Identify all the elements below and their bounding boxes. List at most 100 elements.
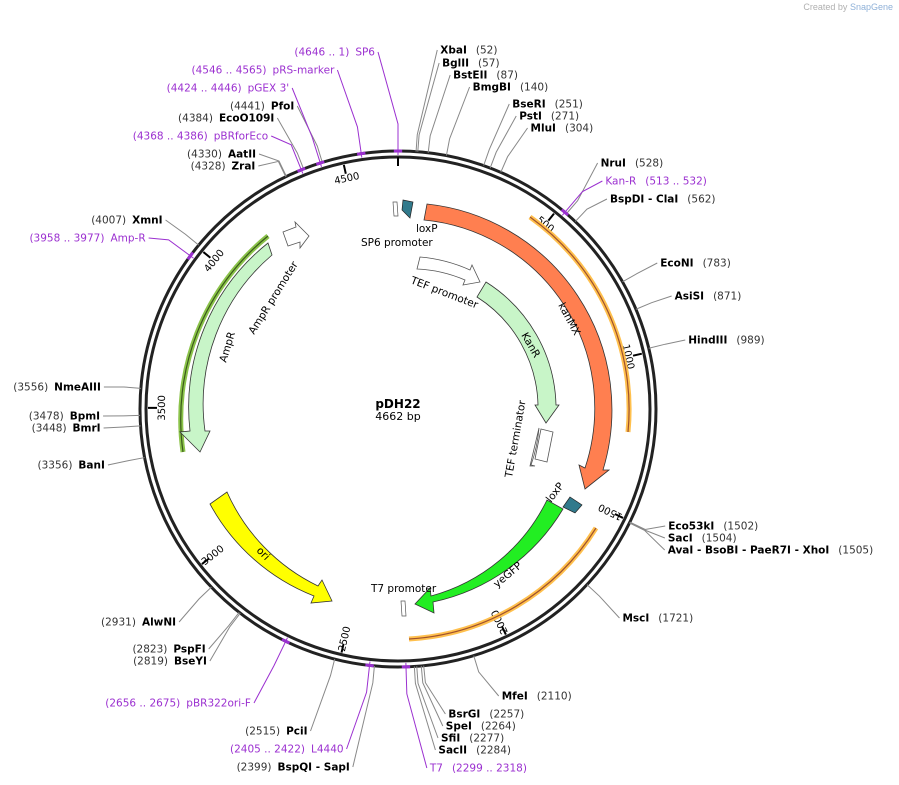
orf-arc-amp-core (180, 235, 269, 453)
tick-mark (201, 557, 210, 565)
features-layer (179, 199, 613, 617)
primer-name: pBR322ori-F (186, 698, 251, 710)
site-label[interactable]: MscI(1721) (622, 613, 693, 625)
site-position: (3448) (32, 423, 67, 435)
site-label[interactable]: BstEII(87) (453, 70, 518, 82)
site-name: Eco53kI (668, 521, 714, 533)
site-position: (4007) (91, 215, 126, 227)
site-leader-line (648, 339, 686, 349)
site-label[interactable]: (4328)ZraI (191, 161, 256, 173)
primer-name: L4440 (311, 744, 344, 756)
site-label[interactable]: AvaI - BsoBI - PaeR7I - XhoI(1505) (668, 545, 874, 557)
primer-label[interactable]: (3958 .. 3977)Amp-R (29, 233, 145, 245)
site-label[interactable]: Eco53kI (1502) (668, 521, 758, 533)
site-position: (2823) (132, 644, 167, 656)
site-leader-line (586, 584, 620, 619)
site-label[interactable]: HindIII(989) (688, 335, 764, 347)
sp6-promoter-arrow[interactable] (392, 201, 399, 217)
site-label[interactable]: PstI(271) (519, 111, 579, 123)
label-t7-promoter: T7 promoter (370, 583, 437, 595)
site-label[interactable]: (3478)BpmI (29, 411, 100, 423)
site-label[interactable]: (4007) XmnI (91, 215, 162, 227)
site-label[interactable]: (2819)BseYI (133, 656, 207, 668)
ori-arrow[interactable] (209, 491, 333, 604)
site-label[interactable]: XbaI(52) (440, 45, 497, 57)
tick-label: 4000 (202, 248, 227, 275)
loxp-bottom[interactable] (562, 496, 583, 514)
site-name: HindIII (688, 335, 727, 347)
site-name: MluI (531, 123, 556, 135)
site-label[interactable]: (2823)PspFI (132, 644, 205, 656)
site-name: AatII (228, 149, 256, 161)
site-label[interactable]: (2931)AlwNI (101, 617, 176, 629)
site-leader-line (296, 105, 323, 163)
site-position: (2284) (476, 745, 511, 757)
primer-label[interactable]: (4424 .. 4446)pGEX 3' (167, 83, 290, 95)
site-label[interactable]: BseRI(251) (512, 99, 583, 111)
site-position: (1504) (702, 533, 737, 545)
kanr-arrow[interactable] (476, 281, 560, 424)
site-label[interactable]: SacII(2284) (438, 745, 511, 757)
site-label[interactable]: BsrGI(2257) (448, 709, 524, 721)
tick-mark (547, 213, 555, 222)
site-name: AvaI - BsoBI - PaeR7I - XhoI (668, 545, 830, 557)
site-label[interactable]: (2399)BspQI - SapI (237, 762, 350, 774)
site-leader-line (420, 665, 444, 727)
primer-label[interactable]: (4546 .. 4565)pRS-marker (192, 65, 336, 77)
site-label[interactable]: (3356)BanI (38, 460, 105, 472)
site-label[interactable]: (3448) BmrI (32, 423, 101, 435)
site-label[interactable]: SpeI(2264) (446, 721, 516, 733)
primer-position: (3958 .. 3977) (29, 233, 104, 245)
primer-label[interactable]: (4368 .. 4386)pBRforEco (133, 131, 268, 143)
site-label[interactable]: (4384)EcoO109I (178, 113, 274, 125)
label-loxp-bottom: loxP (544, 480, 567, 504)
site-label[interactable]: NruI(528) (601, 158, 664, 170)
primer-site-mark (560, 208, 570, 217)
tick-mark (614, 513, 624, 519)
site-name: XmnI (132, 215, 162, 227)
site-leader-line (165, 219, 200, 246)
site-name: PstI (519, 111, 542, 123)
site-position: (4441) (230, 101, 265, 113)
orf-arc-kan-core (529, 216, 630, 433)
primer-label[interactable]: T7(2299 .. 2318) (429, 763, 527, 775)
ampr-arrow[interactable] (179, 242, 273, 453)
site-label[interactable]: (2515)PciI (245, 726, 307, 738)
primer-label[interactable]: Kan-R(513 .. 532) (605, 176, 707, 188)
site-label[interactable]: (4441)PfoI (230, 101, 294, 113)
primer-leader-line (148, 237, 194, 259)
site-name: BmrI (73, 423, 101, 435)
site-label[interactable]: AsiSI(871) (675, 291, 742, 303)
primer-label[interactable]: (2656 .. 2675)pBR322ori-F (105, 698, 251, 710)
site-label[interactable]: BglII(57) (442, 58, 500, 70)
primer-site-mark (365, 663, 374, 668)
kanmx-arrow[interactable] (423, 203, 613, 490)
primer-name: pGEX 3' (248, 83, 290, 95)
site-label[interactable]: MluI(304) (531, 123, 594, 135)
label-tef-terminator: TEF terminator (503, 399, 529, 480)
site-label[interactable]: BspDI - ClaI(562) (610, 194, 716, 206)
site-leader-line (178, 586, 212, 623)
site-label[interactable]: (4330)AatII (187, 149, 256, 161)
site-label[interactable]: SfiI(2277) (441, 733, 504, 745)
t7-promoter-arrow[interactable] (400, 600, 407, 617)
site-label[interactable]: EcoNI(783) (660, 258, 731, 270)
site-label[interactable]: SacI(1504) (668, 533, 737, 545)
site-leader-line (629, 522, 666, 551)
primer-site-mark (281, 638, 291, 645)
tef-terminator-arrow[interactable] (529, 427, 554, 467)
primer-site-mark (356, 151, 366, 156)
primer-label[interactable]: (4646 .. 1)SP6 (294, 47, 375, 59)
site-label[interactable]: (3556)NmeAIII (13, 382, 101, 394)
site-name: BspQI - SapI (277, 762, 349, 774)
primer-label[interactable]: (2405 .. 2422)L4440 (230, 744, 344, 756)
ampr-promoter-arrow[interactable] (282, 220, 310, 250)
site-position: (1502) (723, 521, 758, 533)
loxp-top[interactable] (401, 199, 414, 219)
site-label[interactable]: MfeI(2110) (502, 691, 572, 703)
yegfp-arrow[interactable] (414, 499, 564, 614)
tef-promoter-arrow[interactable] (416, 256, 481, 286)
site-position: (528) (635, 158, 663, 170)
site-label[interactable]: BmgBI(140) (473, 82, 549, 94)
primer-position: (2299 .. 2318) (452, 763, 527, 775)
